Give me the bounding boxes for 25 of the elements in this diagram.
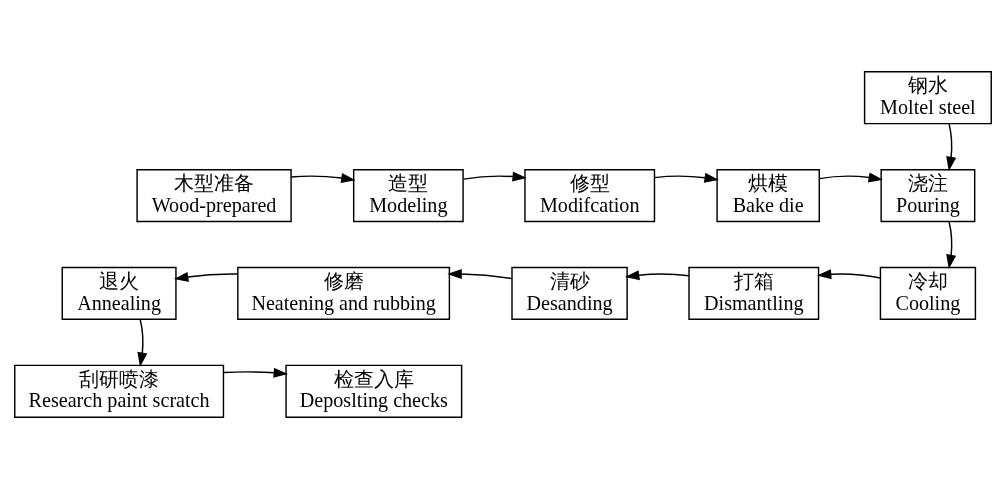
node-box: 刮研喷漆 Research paint scratch (13, 364, 224, 418)
node-box: 检查入库 Deposlting checks (284, 364, 462, 418)
arrow (653, 172, 719, 183)
arrow (222, 367, 288, 378)
node-box: 修型 Modifcation (523, 168, 655, 222)
node-box: 修磨 Neatening and rubbing (236, 266, 450, 320)
arrow (289, 172, 356, 183)
node-box: 浇注 Pouring (879, 168, 975, 222)
node-box: 清砂 Desanding (510, 266, 628, 320)
node-box: 木型准备 Wood-prepared (135, 168, 292, 222)
arrow (945, 220, 956, 269)
node-box: 造型 Modeling (352, 168, 464, 222)
node-box: 冷却 Cooling (879, 266, 976, 320)
arrow (446, 268, 513, 279)
node-box: 烘模 Bake die (715, 168, 820, 222)
node-box: 打箱 Dismantling (687, 266, 819, 320)
arrow (624, 269, 690, 280)
arrow (136, 318, 147, 367)
arrow (818, 171, 883, 182)
arrow (173, 271, 238, 282)
node-box: 退火 Annealing (61, 266, 177, 320)
arrow (816, 268, 881, 279)
node-box: 钢水 Moltel steel (863, 70, 992, 124)
arrow (945, 122, 956, 171)
arrow (462, 171, 527, 182)
